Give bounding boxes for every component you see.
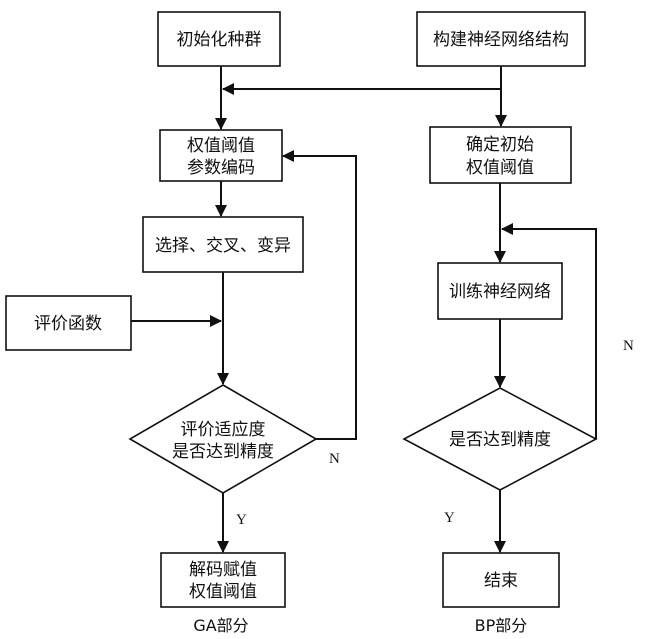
node-init-population: 初始化种群 [157,11,281,67]
edge-precision-no-loop [501,223,597,439]
svg-text:权值阈值: 权值阈值 [187,136,255,156]
svg-text:结束: 结束 [484,571,518,591]
svg-text:解码赋值: 解码赋值 [189,560,257,580]
node-determine-initial: 确定初始 权值阈值 [429,126,572,184]
node-end: 结束 [442,552,560,608]
svg-text:确定初始: 确定初始 [466,135,534,155]
caption-ga-part: GA部分 [193,616,248,635]
svg-text:初始化种群: 初始化种群 [177,30,262,50]
label-bp-yes: Y [444,510,455,526]
svg-text:构建神经网络结构: 构建神经网络结构 [433,30,569,50]
node-selection-ops: 选择、交叉、变异 [142,216,304,273]
svg-text:训练神经网络: 训练神经网络 [449,282,551,302]
label-bp-no: N [623,338,634,354]
edge-fitness-no-loop [282,150,357,440]
caption-bp-part: BP部分 [475,616,528,635]
svg-text:是否达到精度: 是否达到精度 [172,442,274,462]
svg-text:参数编码: 参数编码 [187,158,255,178]
node-train-network: 训练神经网络 [437,262,563,320]
node-evaluation-function: 评价函数 [5,295,132,351]
svg-text:是否达到精度: 是否达到精度 [449,430,551,450]
svg-text:权值阈值: 权值阈值 [466,158,534,178]
node-fitness-check: 评价适应度 是否达到精度 [128,384,318,494]
svg-text:选择、交叉、变异: 选择、交叉、变异 [155,236,291,256]
label-ga-no: N [329,451,340,467]
label-ga-yes: Y [236,512,247,528]
node-encode-params: 权值阈值 参数编码 [159,129,283,182]
svg-text:评价函数: 评价函数 [34,314,102,334]
svg-text:权值阈值: 权值阈值 [189,582,257,602]
node-decode-assign: 解码赋值 权值阈值 [160,552,286,608]
node-precision-check: 是否达到精度 [402,387,598,491]
svg-text:评价适应度: 评价适应度 [181,420,266,440]
node-build-network: 构建神经网络结构 [416,11,586,67]
